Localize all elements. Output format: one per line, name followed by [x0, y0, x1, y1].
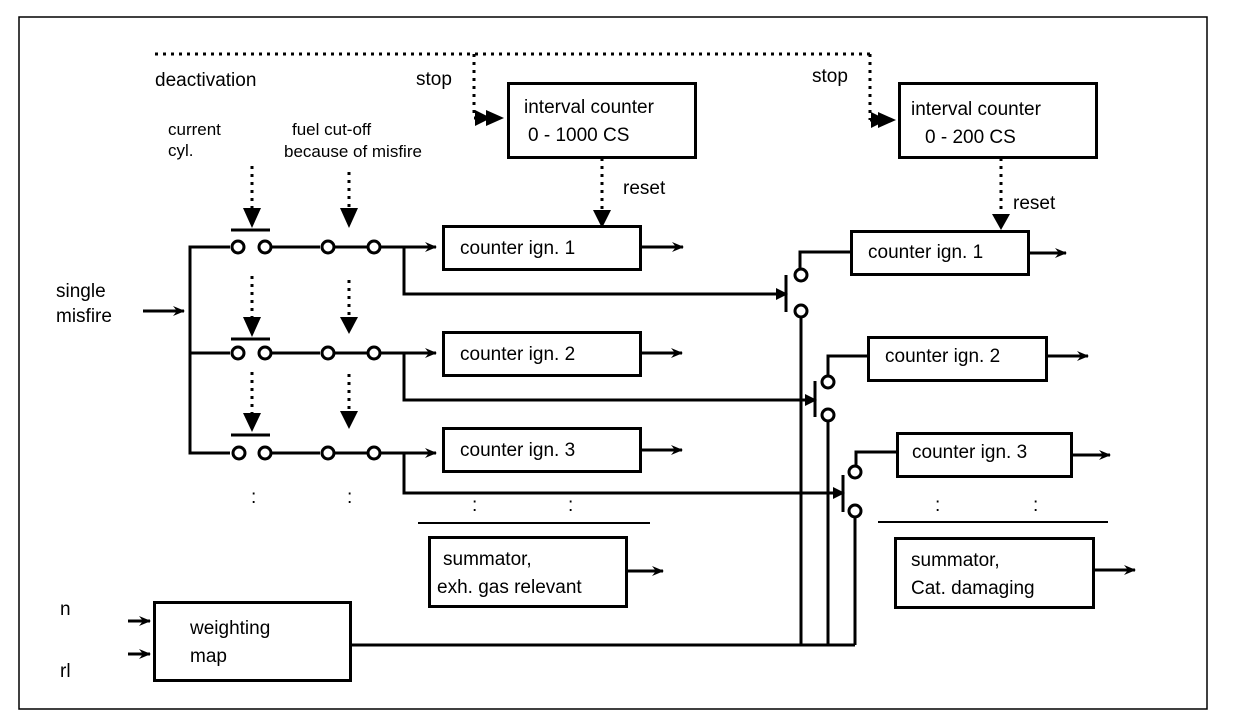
counter-label: counter ign. 3 — [912, 442, 1028, 463]
branch-arrowheads — [776, 288, 845, 499]
ellipsis-marker: : — [251, 487, 257, 508]
right-counter-ign-3: counter ign. 3 — [896, 432, 1073, 478]
stop-arrow-2 — [878, 112, 896, 128]
ellipsis-marker: : — [347, 487, 353, 508]
summator-label: summator, — [911, 550, 1000, 571]
right-switches — [784, 250, 898, 519]
right-outputs — [128, 248, 1136, 659]
left-counter-ign-3: counter ign. 3 — [442, 427, 642, 473]
control-lines — [250, 166, 351, 414]
interval-counter-1000: interval counter 0 - 1000 CS — [507, 82, 697, 159]
counter-feeds — [380, 242, 840, 495]
reset-label-2: reset — [1013, 193, 1056, 214]
summator-label: Cat. damaging — [911, 578, 1035, 599]
summator-label: summator, — [443, 549, 532, 570]
left-counter-ign-1: counter ign. 1 — [442, 225, 642, 271]
right-counter-ign-1: counter ign. 1 — [850, 230, 1030, 276]
weighting-map: weighting map — [153, 601, 352, 682]
summator-exh-gas: summator, exh. gas relevant — [428, 536, 628, 608]
ellipsis-marker: : — [935, 495, 941, 516]
weighting-bus — [351, 317, 857, 647]
stop-arrow-1 — [486, 110, 504, 126]
current-cyl-label-1: current — [168, 120, 221, 139]
input-bus — [143, 245, 230, 455]
switch-bars — [231, 228, 270, 437]
deactivation-label: deactivation — [155, 70, 257, 91]
left-counter-ign-2: counter ign. 2 — [442, 331, 642, 377]
reset-arrow-1 — [593, 210, 611, 228]
interval-counter-title: interval counter — [911, 99, 1041, 120]
current-cyl-label-2: cyl. — [168, 141, 194, 160]
fuel-cutoff-label-2: because of misfire — [284, 142, 422, 161]
counter-label: counter ign. 1 — [868, 242, 984, 263]
interval-counter-title: interval counter — [524, 97, 654, 118]
interval-counter-range: 0 - 200 CS — [925, 127, 1016, 148]
stop-label-1: stop — [416, 69, 452, 90]
counter-label: counter ign. 3 — [460, 440, 576, 461]
single-misfire-label-1: single — [56, 281, 106, 302]
weighting-map-label: weighting — [190, 618, 271, 639]
counter-label: counter ign. 1 — [460, 238, 576, 259]
contact-rows — [230, 239, 382, 461]
sum-lines — [418, 521, 1108, 524]
weighting-map-label: map — [190, 646, 227, 667]
ellipsis-marker: : — [472, 495, 478, 516]
summator-label: exh. gas relevant — [437, 577, 582, 598]
reset-arrow-2 — [992, 214, 1010, 230]
summator-cat-damaging: summator, Cat. damaging — [894, 537, 1095, 609]
counter-label: counter ign. 2 — [885, 346, 1001, 367]
ellipsis-marker: : — [568, 495, 574, 516]
fuel-cutoff-label-1: fuel cut-off — [292, 120, 372, 139]
counter-label: counter ign. 2 — [460, 344, 576, 365]
stop-label-2: stop — [812, 66, 848, 87]
reset-label-1: reset — [623, 178, 666, 199]
ellipsis-marker: : — [1033, 495, 1039, 516]
single-misfire-label-2: misfire — [56, 306, 112, 327]
input-n-label: n — [60, 599, 71, 620]
reset-lines — [600, 158, 1003, 214]
interval-counter-range: 0 - 1000 CS — [528, 125, 630, 146]
input-rl-label: rl — [60, 661, 71, 682]
control-arrowheads — [243, 208, 358, 432]
outer-frame — [18, 16, 1208, 710]
interval-counter-200: interval counter 0 - 200 CS — [898, 82, 1098, 159]
right-counter-ign-2: counter ign. 2 — [867, 336, 1048, 382]
